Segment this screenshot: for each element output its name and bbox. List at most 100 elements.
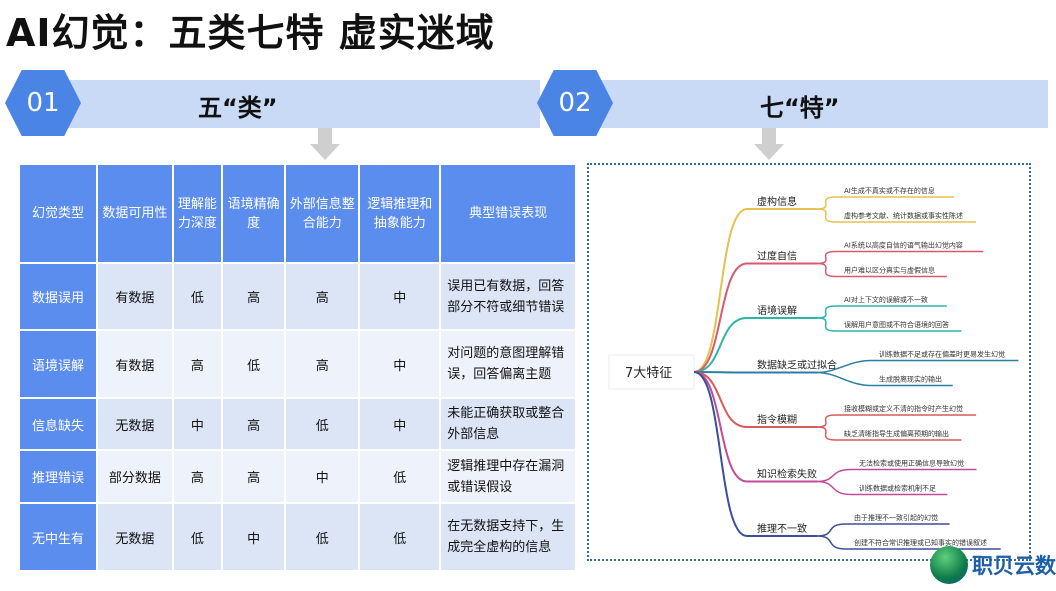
table-cell: 中 [222,504,285,570]
branch-line [693,371,817,374]
table-cell: 信息缺失 [20,399,96,449]
leaf-line [816,480,948,496]
mindmap: 7大特征 虚构信息 AI生成不真实或不存在的信息虚构参考文献、统计数据或事实性陈述过… [608,186,1019,550]
down-arrow-icon [310,128,340,162]
leaf-line [816,468,977,483]
table-cell: 高 [286,264,359,329]
hallucination-types-table: 幻觉类型数据可用性理解能力深度语境精确度外部信息整合能力逻辑推理和抽象能力典型错… [18,163,577,572]
branch-line [693,317,817,373]
branch-line [693,371,817,483]
column-header: 典型错误表现 [441,165,575,262]
table-row: 语境误解有数据高低高中对问题的意图理解错误，回答偏离主题 [20,331,575,397]
branch-label: 推理不一致 [757,522,807,535]
table-cell: 中 [360,331,440,397]
section-number-2: 02 [537,70,613,136]
branch-label: 虚构信息 [757,195,797,208]
column-header: 逻辑推理和抽象能力 [360,165,440,262]
branch-label: 过度自信 [757,250,797,263]
section-band-1 [40,80,540,128]
branch-label: 知识检索失败 [757,468,817,481]
table-cell: 中 [360,399,440,449]
column-header: 理解能力深度 [173,165,221,262]
leaf-label: AI系统以高度自信的语气输出幻觉内容 [844,241,963,250]
table-cell: 低 [173,504,221,570]
leaf-label: 训练数据或检索机制不足 [859,484,936,493]
table-cell: 未能正确获取或整合外部信息 [441,399,575,449]
leaf-line [816,535,1001,550]
leaf-line [816,414,977,428]
table-cell: 数据误用 [20,264,96,329]
table-cell: 无数据 [97,399,172,449]
branch-label: 语境误解 [757,304,797,317]
logo-globe-icon [930,546,968,584]
section-label-1: 五“类” [198,94,278,122]
leaf-line [816,196,955,210]
table-cell: 低 [360,451,440,502]
branch-label: 数据缺乏或过拟合 [757,359,837,372]
column-header: 数据可用性 [97,165,172,262]
table-cell: 低 [222,331,285,397]
leaf-line [816,250,984,265]
table-cell: 高 [173,331,221,397]
leaf-label: 由于推理不一致引起的幻觉 [854,513,938,522]
leaf-line [816,305,947,319]
leaf-label: 训练数据不足或存在偏差时更易发生幻觉 [879,350,1005,359]
table-cell: 高 [286,331,359,397]
branch-line [693,371,817,428]
logo: 职贝云数 [930,546,1056,584]
logo-text: 职贝云数 [972,554,1056,578]
table-row: 数据误用有数据低高高中误用已有数据，回答部分不符或细节错误 [20,264,575,329]
leaf-label: 创建不符合常识推理或已知事实的错误叙述 [854,538,987,547]
table-cell: 无数据 [97,504,172,570]
mindmap-panel: 7大特征 虚构信息 AI生成不真实或不存在的信息虚构参考文献、统计数据或事实性陈述过… [587,163,1031,561]
table-cell: 误用已有数据，回答部分不符或细节错误 [441,264,575,329]
table-cell: 中 [360,264,440,329]
leaf-label: 用户难以区分真实与虚假信息 [844,266,935,275]
leaf-label: 无法检索或使用正确信息导致幻觉 [859,459,964,468]
table-cell: 低 [173,264,221,329]
leaf-line [816,426,962,441]
table-cell: 中 [173,399,221,449]
branch-line [693,262,817,373]
leaf-label: AI生成不真实或不存在的信息 [844,186,935,195]
column-header: 幻觉类型 [20,165,96,262]
table-cell: 语境误解 [20,331,96,397]
page-title: AI幻觉：五类七特 虚实迷域 [6,11,495,55]
table-row: 无中生有无数据低中低低在无数据支持下，生成完全虚构的信息 [20,504,575,570]
leaf-label: AI对上下文的误解或不一致 [844,295,928,304]
leaf-line [816,317,962,332]
branch-line [693,208,817,373]
table-cell: 高 [222,264,285,329]
table-cell: 低 [286,399,359,449]
down-arrow-icon [754,128,784,162]
section-label-2: 七“特” [760,94,840,122]
branch-label: 指令模糊 [757,413,797,426]
leaf-line [816,262,947,278]
mindmap-root: 7大特征 [625,366,672,381]
leaf-line [816,523,950,537]
table-cell: 中 [286,451,359,502]
leaf-label: 接收模糊或定义不清的指令时产生幻觉 [844,404,963,413]
leaf-label: 误解用户意图或不符合语境的回答 [844,320,949,329]
leaf-line [816,359,1019,374]
leaf-label: 缺乏清晰指导生成偏离预期的输出 [844,429,949,438]
section-number-1: 01 [5,70,81,136]
column-header: 语境精确度 [222,165,285,262]
table-row: 信息缺失无数据中高低中未能正确获取或整合外部信息 [20,399,575,449]
table-cell: 逻辑推理中存在漏洞或错误假设 [441,451,575,502]
table-row: 推理错误部分数据高高中低逻辑推理中存在漏洞或错误假设 [20,451,575,502]
table-cell: 低 [360,504,440,570]
table-cell: 有数据 [97,331,172,397]
table-cell: 无中生有 [20,504,96,570]
table-cell: 高 [222,451,285,502]
table-cell: 高 [222,399,285,449]
table-cell: 低 [286,504,359,570]
table-cell: 部分数据 [97,451,172,502]
table-cell: 推理错误 [20,451,96,502]
branch-line [693,371,817,537]
table-cell: 有数据 [97,264,172,329]
leaf-label: 生成脱离现实的输出 [879,375,942,384]
leaf-label: 虚构参考文献、统计数据或事实性陈述 [844,211,963,220]
column-header: 外部信息整合能力 [286,165,359,262]
table-cell: 在无数据支持下，生成完全虚构的信息 [441,504,575,570]
